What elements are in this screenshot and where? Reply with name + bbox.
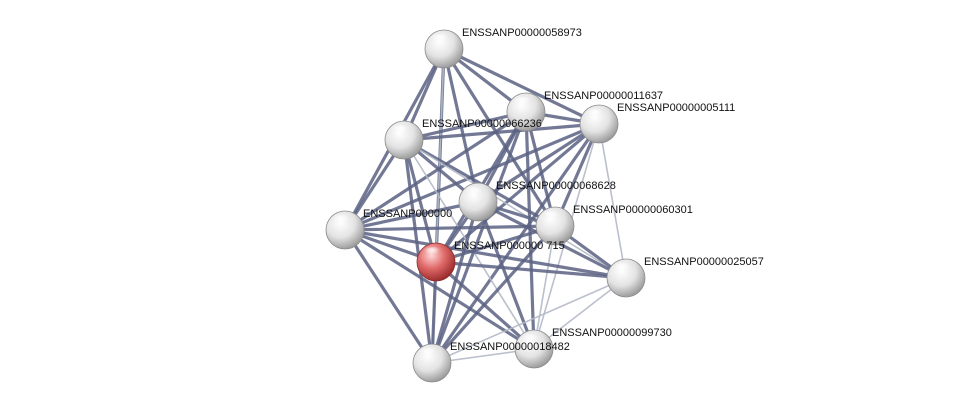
node-highlight (332, 215, 352, 227)
edge-n66236-n18482 (402, 138, 434, 365)
node-n58973[interactable] (424, 29, 464, 69)
node-label-n25057: ENSSANP00000025057 (644, 256, 764, 268)
edge-n05111-n66236 (402, 122, 601, 142)
edge-n60301-nquery (434, 224, 557, 264)
edge-n58973-n05111 (442, 47, 601, 126)
node-n25057[interactable] (606, 258, 646, 298)
node-label-n60301: ENSSANP00000060301 (573, 204, 693, 216)
edge-n66236-nquery (402, 138, 438, 264)
edge-n05111-nquery (434, 122, 601, 264)
node-n99730[interactable] (514, 329, 554, 369)
edge-nleft-n25057 (343, 228, 628, 280)
node-n18482[interactable] (412, 343, 452, 383)
edge-nleft-n18482 (343, 228, 434, 365)
edge-n60301-nleft (343, 224, 557, 232)
edge-n05111-n18482 (430, 122, 601, 365)
node-n60301[interactable] (535, 206, 575, 246)
node-nleft[interactable] (325, 210, 365, 250)
node-n05111[interactable] (579, 104, 619, 144)
edge-n05111-n68628 (476, 122, 601, 204)
node-label-n05111: ENSSANP00000005111 (617, 102, 735, 114)
node-highlight (542, 211, 562, 223)
node-label-n11637: ENSSANP00000011637 (544, 90, 663, 102)
node-highlight (586, 109, 606, 121)
edge-n11637-n18482 (430, 110, 528, 365)
node-n68628[interactable] (458, 182, 498, 222)
edge-n60301-n99730 (533, 225, 556, 350)
nodes-layer (325, 29, 646, 383)
edge-n68628-n99730 (476, 200, 536, 351)
node-highlight (431, 34, 451, 46)
edge-nquery-n99730 (434, 260, 536, 351)
labels-layer: ENSSANP00000058973ENSSANP00000011637ENSS… (363, 27, 764, 353)
edge-n66236-n25057 (403, 139, 627, 279)
node-highlight (465, 187, 485, 199)
edge-n05111-n25057 (598, 123, 627, 279)
node-highlight (513, 97, 533, 109)
node-highlight (613, 263, 633, 275)
node-highlight (419, 348, 439, 360)
edge-nquery-n25057 (434, 260, 628, 280)
node-label-n58973: ENSSANP00000058973 (462, 27, 582, 39)
edge-n58973-n60301 (442, 47, 557, 228)
node-label-n68628: ENSSANP00000068628 (496, 180, 616, 192)
node-label-n99730: ENSSANP00000099730 (552, 327, 672, 339)
node-highlight (521, 334, 541, 346)
edge-n18482-n25057 (431, 277, 627, 364)
edge-n66236-n99730 (403, 139, 535, 350)
edge-n60301-n18482 (430, 224, 557, 365)
node-n11637[interactable] (506, 92, 546, 132)
node-nquery[interactable] (416, 242, 456, 282)
node-highlight (423, 247, 443, 259)
edge-n11637-n66236 (402, 110, 528, 142)
edge-n68628-nleft (343, 200, 480, 232)
edge-nleft-n99730 (343, 228, 536, 351)
node-label-nleft: ENSSANP000000 (363, 208, 452, 220)
node-label-n66236: ENSSANP00000066236 (422, 118, 542, 130)
node-label-nquery: ENSSANP000000 715 (454, 240, 565, 252)
node-n66236[interactable] (384, 120, 424, 160)
node-label-n18482: ENSSANP00000018482 (450, 341, 570, 353)
node-highlight (391, 125, 411, 137)
